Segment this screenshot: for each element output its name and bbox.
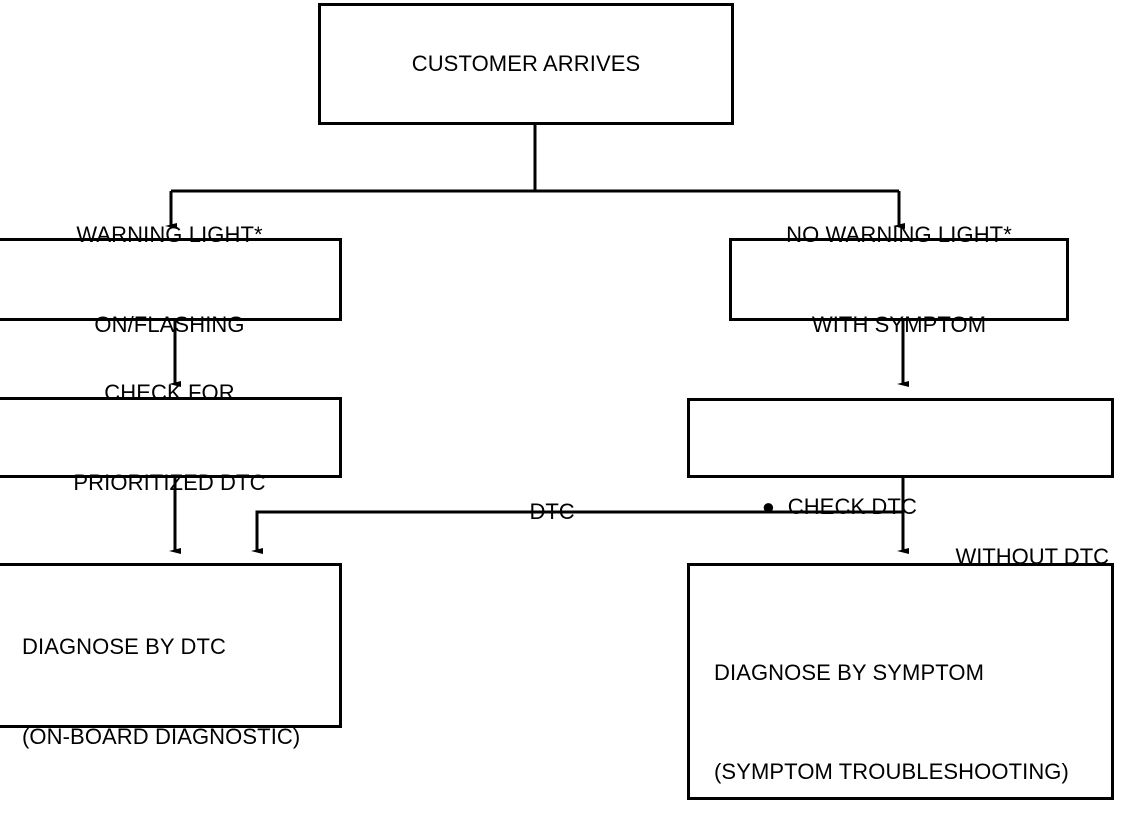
node-diagnose-by-dtc-line2: (ON-BOARD DIAGNOSTIC) [22,724,301,749]
node-no-warning-light-line1: NO WARNING LIGHT* [786,221,1012,247]
node-diagnose-by-dtc[interactable]: DIAGNOSE BY DTC (ON-BOARD DIAGNOSTIC) ●D… [0,563,342,749]
node-check-prioritized-dtc-line2: PRIORITIZED DTC [73,469,266,495]
node-warning-light-text: WARNING LIGHT* ON/FLASHING [0,160,339,400]
edge-label-without-dtc-text: WITHOUT DTC [955,544,1110,569]
node-check-dtc-tests[interactable]: ●CHECK DTC ●IGNITION ON TEST, IDLING TES… [687,398,1114,799]
node-check-prioritized-dtc[interactable]: CHECK FOR PRIORITIZED DTC [0,380,342,495]
node-diagnose-by-symptom-line1: DIAGNOSE BY SYMPTOM [714,660,985,685]
node-diagnose-by-symptom-line2: (SYMPTOM TROUBLESHOOTING) [714,759,1069,784]
node-check-dtc-bullet-1: CHECK DTC [787,494,917,519]
node-warning-light[interactable]: WARNING LIGHT* ON/FLASHING [0,222,342,337]
node-no-warning-light[interactable]: NO WARNING LIGHT* WITH SYMPTOM [729,222,1069,337]
node-diagnose-by-dtc-line1: DIAGNOSE BY DTC [22,634,227,659]
node-customer-arrives-label: CUSTOMER ARRIVES [411,51,641,76]
node-warning-light-line2: ON/FLASHING [94,311,245,337]
node-check-prioritized-dtc-text: CHECK FOR PRIORITIZED DTC [0,318,339,558]
footnote: *: INDICATOR LIGHTS AND WARNING LIGHTS T… [6,761,446,824]
node-no-warning-light-text: NO WARNING LIGHT* WITH SYMPTOM [732,160,1066,400]
node-check-dtc-bullet-1-row: ● CHECK DTC [712,465,1072,549]
node-diagnose-by-symptom[interactable]: DIAGNOSE BY SYMPTOM (SYMPTOM TROUBLESHOO… [687,563,1114,800]
bullet-dot-icon: ● [761,494,776,519]
node-no-warning-light-line2: WITH SYMPTOM [811,311,987,337]
node-customer-arrives[interactable]: CUSTOMER ARRIVES [318,3,734,125]
node-warning-light-line1: WARNING LIGHT* [76,221,263,247]
edge-label-without-dtc: WITHOUT DTC [931,518,1109,596]
node-diagnose-by-dtc-text: DIAGNOSE BY DTC (ON-BOARD DIAGNOSTIC) ●D… [22,572,334,824]
edge-label-dtc: DTC [505,473,575,551]
edge-label-dtc-text: DTC [529,499,575,524]
node-diagnose-by-symptom-text: DIAGNOSE BY SYMPTOM (SYMPTOM TROUBLESHOO… [714,590,1069,824]
node-check-prioritized-dtc-line1: CHECK FOR [104,379,235,405]
